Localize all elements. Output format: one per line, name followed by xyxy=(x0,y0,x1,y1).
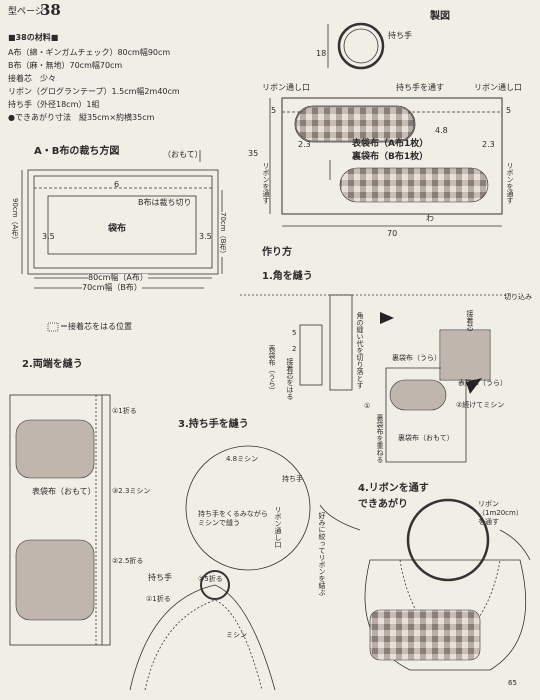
step1-dim-2: 2 xyxy=(292,345,297,353)
howto-title: 作り方 xyxy=(262,247,292,258)
step3-handle: 持ち手 xyxy=(282,475,303,483)
outer-front-label: 表袋布（おもて） xyxy=(32,487,96,496)
fusible-note: 接着芯をはる xyxy=(286,358,294,400)
seizu-dim-5: 5 xyxy=(506,106,512,115)
seizu-height: 35 xyxy=(248,149,259,158)
omote-label: （おもて） xyxy=(163,150,203,159)
page-number: 65 xyxy=(508,679,517,687)
wa-label: わ xyxy=(426,214,434,223)
bag-fabric-label: 袋布 xyxy=(108,224,127,234)
tie-note: 好みに絞ってリボンを結ぶ xyxy=(318,512,326,596)
pattern-page-number: 38 xyxy=(40,1,61,19)
pattern-page-prefix: 型ページ xyxy=(8,7,44,17)
handle-dim: 18 xyxy=(316,49,327,58)
length-a: 90cm（A布） xyxy=(11,198,19,244)
step3-dim-48: 4.8ミシン xyxy=(226,455,259,463)
overlap-note: 裏袋布を重ねる xyxy=(376,414,384,463)
outer-back-label: 表袋布（うら） xyxy=(268,345,276,394)
cutting-title: A・B布の裁ち方図 xyxy=(34,146,120,157)
cutting-dim-top: 6 xyxy=(114,180,120,189)
step1-dim-5: 5 xyxy=(292,329,297,337)
cut-in-label: 切り込み xyxy=(504,293,532,301)
outer-bag-label: 表袋布（A布1枚） xyxy=(352,139,429,149)
finished-size: ●できあがり寸法 縦35cm×約横35cm xyxy=(8,113,155,122)
fold-1-note-2: ①1折る xyxy=(146,595,171,603)
inner-back-label: 裏袋布（うら） xyxy=(392,354,441,362)
ribbon-hole-right: リボン通し口 xyxy=(474,83,522,92)
material-line: リボン（グログランテープ）1.5cm幅2m40cm xyxy=(8,87,180,96)
material-line: 接着芯 少々 xyxy=(8,74,56,83)
step3-title: 3.持ち手を縫う xyxy=(178,419,249,430)
inner-bag-label: 裏袋布（B布1枚） xyxy=(352,152,429,162)
step1-title: 1.角を縫う xyxy=(262,271,313,282)
machine-23-note: ③2.3ミシン xyxy=(112,487,151,495)
corner-note: 角の縫い代を切り落とす xyxy=(356,312,364,389)
cut-note: B布は裁ち切り xyxy=(138,198,192,207)
seizu-dim-23: 2.3 xyxy=(298,140,311,149)
ribbon-hole-left: リボン通し口 xyxy=(262,83,310,92)
handle-label: 持ち手 xyxy=(388,31,412,40)
length-b: 70cm（B布） xyxy=(219,212,227,258)
seizu-dim-48: 4.8 xyxy=(435,126,448,135)
seizu-width: 70 xyxy=(387,229,398,238)
seam-right: 3.5 xyxy=(199,232,212,241)
seizu-dim-5: 5 xyxy=(271,106,277,115)
step3-handle-2: 持ち手 xyxy=(148,573,172,582)
outer-back-label-2: 表袋布（うら） xyxy=(458,379,507,387)
fold-25-note: ②2.5折る xyxy=(112,557,144,565)
ribbon-note: リボン（1m20cm）を通す xyxy=(478,500,523,527)
through-handle: 持ち手を通す xyxy=(396,83,444,92)
material-line: 持ち手（外径18cm）1組 xyxy=(8,100,100,109)
step3-ribbon-hole: リボン通し口 xyxy=(274,506,282,548)
step4-title: 4.リボンを通す xyxy=(358,483,429,494)
fold-1-note: ①1折る xyxy=(112,407,137,415)
seizu-title: 製図 xyxy=(430,11,450,22)
fusible-label-2: 接着芯 xyxy=(466,310,474,331)
circle-one: ① xyxy=(364,402,371,410)
width-b: 70cm幅（B布） xyxy=(82,283,142,292)
fusible-legend: ＝接着芯をはる位置 xyxy=(60,322,132,331)
inner-front-label: 裏袋布（おもて） xyxy=(398,434,454,442)
machine-note: ミシン xyxy=(226,631,247,639)
ribbon-through-right: リボンを通す xyxy=(506,162,514,204)
material-line: A布（綿・ギンガムチェック）80cm幅90cm xyxy=(8,48,171,57)
stitch-note: ②続けてミシン xyxy=(456,401,505,409)
width-a: 80cm幅（A布） xyxy=(88,273,148,282)
material-line: B布（麻・無地）70cm幅70cm xyxy=(8,61,123,70)
wrap-note: 持ち手をくるみながらミシンで縫う xyxy=(198,510,268,528)
seizu-dim-23: 2.3 xyxy=(482,140,495,149)
ribbon-through-left: リボンを通す xyxy=(262,162,270,204)
step2-title: 2.両端を縫う xyxy=(22,359,83,370)
materials-heading: ■38の材料■ xyxy=(8,33,59,42)
fold-5-note: ②5折る xyxy=(198,575,223,583)
seam-left: 3.5 xyxy=(42,232,55,241)
done-title: できあがり xyxy=(358,499,408,510)
